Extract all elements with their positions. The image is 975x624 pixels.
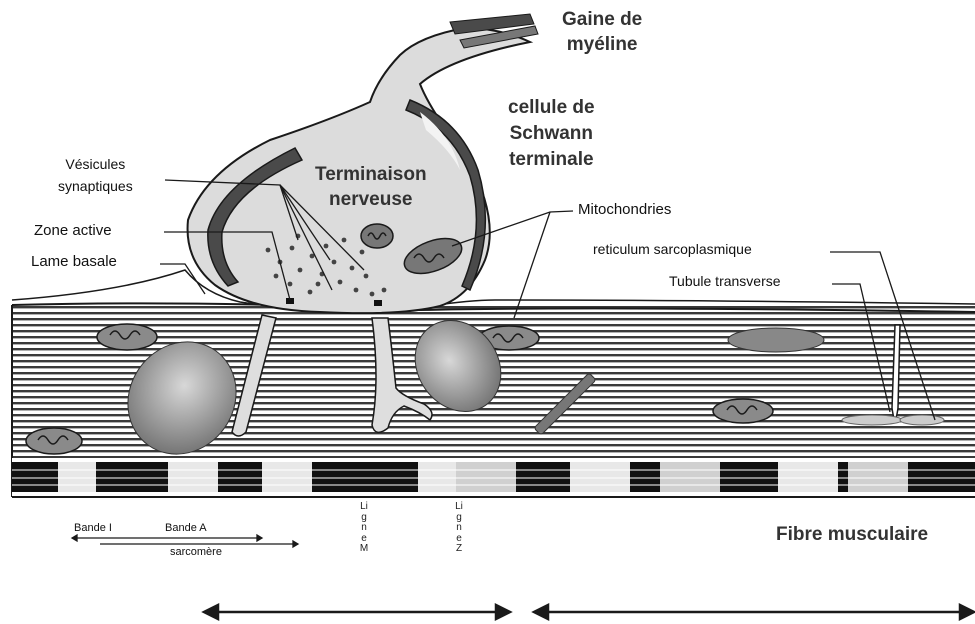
sarcomere-label: sarcomère <box>170 546 222 558</box>
mitochondria-label: Mitochondries <box>578 201 671 218</box>
basal-lamina-label: Lame basale <box>31 253 117 270</box>
active-zone-label: Zone active <box>34 222 112 239</box>
nerve-terminal-label: Terminaison nerveuse <box>315 162 427 212</box>
muscle-fiber-label: Fibre musculaire <box>776 524 928 546</box>
sarcoplasmic-reticulum-label: reticulum sarcoplasmique <box>593 241 752 257</box>
transverse-tubule-label: Tubule transverse <box>669 273 781 289</box>
band-i-label: Bande I <box>74 522 112 534</box>
band-a-label: Bande A <box>165 522 207 534</box>
myelin-sheath-label: Gaine de myéline <box>562 7 642 57</box>
synaptic-vesicles-label: Vésicules synaptiques <box>58 153 133 197</box>
line-m-label: Ligne M <box>359 502 369 555</box>
line-z-label: Ligne Z <box>454 502 464 555</box>
myofibril-bands <box>12 458 975 496</box>
schwann-cell-label: cellule de Schwann terminale <box>508 95 595 173</box>
bottom-arrows <box>204 605 974 619</box>
